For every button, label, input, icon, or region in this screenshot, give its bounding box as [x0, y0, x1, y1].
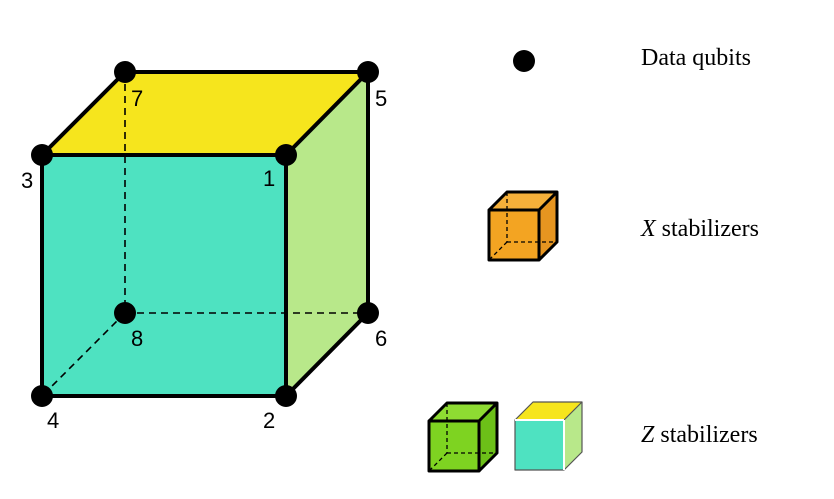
cube-right-face: [286, 72, 368, 396]
vertex-dots: [31, 61, 379, 407]
data-qubits-label: Data qubits: [641, 45, 751, 71]
z-stabilizer-symbol: Z: [641, 422, 655, 448]
legend-data-qubits: Data qubits: [513, 45, 751, 72]
vertex-label-3: 3: [21, 168, 33, 193]
vertex-dot-4: [31, 385, 53, 407]
z-stabilizer-text: stabilizers: [654, 422, 757, 448]
vertex-label-5: 5: [375, 86, 387, 111]
vertex-dot-6: [357, 302, 379, 324]
main-cube: 1 2 3 4 5 6 7 8: [21, 61, 387, 433]
x-stabilizer-cube-icon: [487, 190, 559, 262]
hidden-edges: [41, 72, 368, 397]
z-stabilizer-cyan-cube-icon: [514, 401, 583, 471]
vertex-label-4: 4: [47, 408, 59, 433]
vertex-dot-2: [275, 385, 297, 407]
vertex-label-7: 7: [131, 86, 143, 111]
x-stabilizer-text: stabilizers: [656, 216, 759, 242]
vertex-dot-1: [275, 144, 297, 166]
z-stabilizer-green-cube-icon: [427, 401, 499, 473]
vertex-dot-5: [357, 61, 379, 83]
vertex-label-8: 8: [131, 326, 143, 351]
data-qubit-legend-dot: [513, 50, 535, 72]
vertex-dot-8: [114, 302, 136, 324]
cube-top-face: [42, 72, 368, 155]
z-stabilizers-label: Z stabilizers: [641, 422, 758, 448]
x-stabilizers-label: X stabilizers: [640, 216, 759, 242]
x-stabilizer-symbol: X: [640, 216, 657, 242]
vertex-dot-7: [114, 61, 136, 83]
vertex-dot-3: [31, 144, 53, 166]
vertex-label-1: 1: [263, 166, 275, 191]
legend-x-stabilizers: X stabilizers: [487, 190, 759, 262]
vertex-label-6: 6: [375, 326, 387, 351]
vertex-label-2: 2: [263, 408, 275, 433]
legend-z-stabilizers: Z stabilizers: [427, 401, 758, 473]
